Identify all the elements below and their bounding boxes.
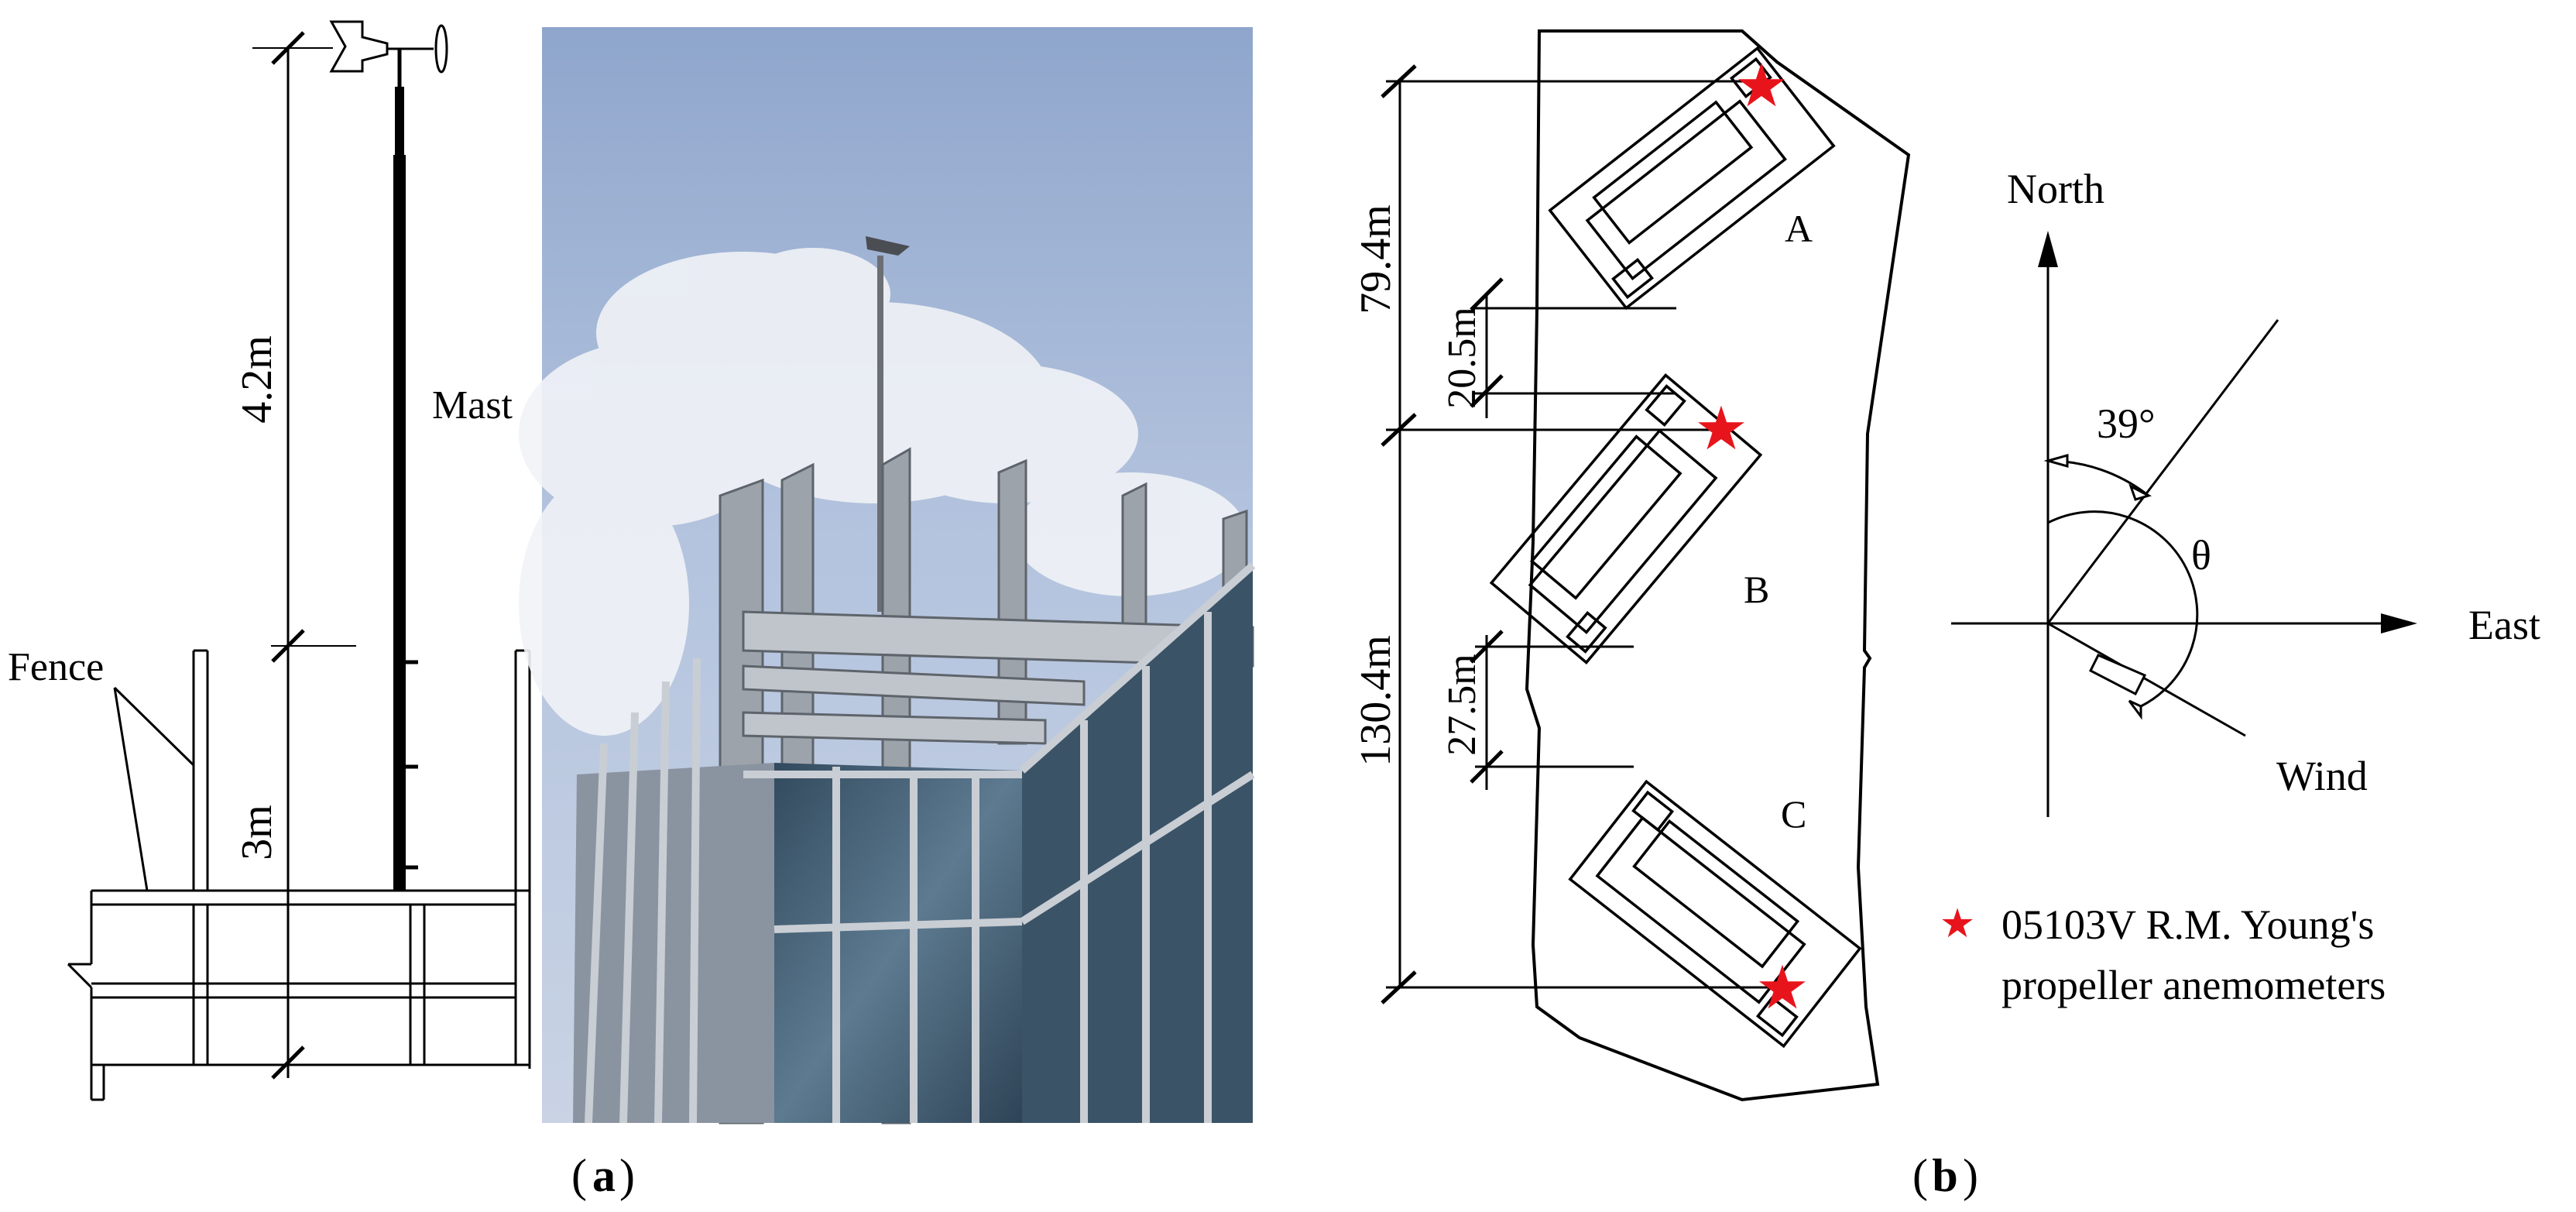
- caption-a-letter: a: [592, 1150, 616, 1201]
- building-b-label: B: [1744, 568, 1769, 611]
- dim-label-gap-bc: 27.5m: [1440, 654, 1484, 755]
- anemometer-icon: [329, 20, 448, 93]
- mast: [393, 155, 406, 891]
- compass-east-label: East: [2468, 602, 2540, 648]
- direction-line: [2046, 319, 2279, 624]
- legend: ★ 05103V R.M. Young's propeller anemomet…: [1940, 901, 2386, 1008]
- compass-wind-label: Wind: [2276, 753, 2368, 799]
- compass-theta-label: θ: [2191, 532, 2211, 579]
- building-c: [1568, 779, 1862, 1049]
- dim-label-upper: 4.2m: [233, 335, 281, 424]
- wind-arrow-icon: [2088, 654, 2147, 696]
- compass-angle-label: 39°: [2097, 400, 2156, 447]
- caption-a-close: ): [619, 1150, 635, 1201]
- legend-star-icon: ★: [1940, 901, 1976, 947]
- building-b: [1489, 373, 1763, 664]
- caption-b-close: ): [1963, 1150, 1978, 1201]
- fence: [67, 649, 531, 1101]
- star-icon: ★: [1694, 394, 1748, 464]
- panel-a-photo: [519, 27, 1256, 1124]
- panel-a-drawing: [67, 20, 531, 1101]
- building-a-label: A: [1785, 207, 1813, 250]
- tick-mark-top: [271, 31, 305, 65]
- compass-north-label: North: [2007, 166, 2104, 212]
- dim-label-gap-ab: 20.5m: [1440, 307, 1484, 408]
- anemometer-markers: ★ ★ ★: [1694, 51, 1809, 1023]
- mast-label: Mast: [432, 383, 513, 427]
- site-boundary: [1525, 29, 1911, 1102]
- star-icon: ★: [1734, 51, 1789, 121]
- east-arrow-icon: [2381, 613, 2417, 633]
- star-icon: ★: [1755, 953, 1809, 1023]
- building-a: [1548, 46, 1836, 311]
- caption-b-letter: b: [1932, 1150, 1957, 1201]
- caption-b-open: (: [1912, 1150, 1928, 1201]
- legend-line-1: 05103V R.M. Young's: [2001, 901, 2374, 948]
- tick-mark-bottom: [271, 1045, 305, 1080]
- dim-label-bc: 130.4m: [1352, 635, 1400, 767]
- compass-diagram: [1951, 231, 2417, 817]
- legend-line-2: propeller anemometers: [2001, 962, 2386, 1008]
- fence-label: Fence: [8, 645, 104, 689]
- wind-line: [2047, 622, 2246, 737]
- dim-label-lower: 3m: [233, 805, 281, 860]
- caption-a-open: (: [571, 1150, 587, 1201]
- north-arrow-icon: [2038, 231, 2058, 267]
- panel-b-plan: [1381, 29, 1911, 1102]
- building-c-label: C: [1781, 792, 1806, 836]
- caption-a: ( a ): [571, 1150, 635, 1201]
- caption-b: ( b ): [1912, 1150, 1978, 1201]
- dim-label-ab: 79.4m: [1352, 204, 1400, 314]
